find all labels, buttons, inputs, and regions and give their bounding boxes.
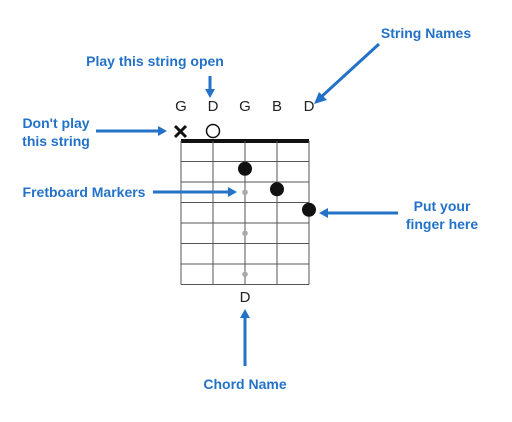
chord-name: D bbox=[240, 289, 251, 306]
callout-dont-play-line1: Don't play bbox=[22, 115, 89, 131]
finger-dot bbox=[270, 182, 284, 197]
mute-x-icon bbox=[173, 124, 188, 139]
string-name-5: D bbox=[304, 98, 315, 115]
callout-chord-name: Chord Name bbox=[203, 376, 286, 392]
string-name-1: G bbox=[175, 98, 187, 115]
fret-marker-dot bbox=[242, 230, 248, 237]
arrow-play-open bbox=[205, 76, 215, 98]
callout-play-open: Play this string open bbox=[86, 53, 224, 69]
string-name-2: D bbox=[208, 98, 219, 115]
string-name-4: B bbox=[272, 98, 282, 115]
arrow-string-names bbox=[314, 42, 381, 104]
arrow-chord-name bbox=[240, 309, 250, 366]
callout-fretboard-markers: Fretboard Markers bbox=[23, 184, 146, 200]
arrow-fretboard-markers bbox=[153, 187, 237, 197]
finger-dot bbox=[238, 161, 252, 176]
open-string-icon bbox=[205, 123, 221, 139]
fret-marker-dot bbox=[242, 189, 248, 196]
finger-dot bbox=[302, 202, 316, 217]
arrow-put-finger bbox=[319, 208, 398, 218]
callout-put-finger-line2: finger here bbox=[406, 216, 479, 232]
arrow-dont-play bbox=[96, 126, 167, 136]
callout-string-names: String Names bbox=[381, 25, 471, 41]
string-name-3: G bbox=[239, 98, 251, 115]
callout-put-finger-line1: Put your bbox=[414, 198, 471, 214]
finger-dots-group bbox=[238, 161, 316, 217]
callout-dont-play-line2: this string bbox=[22, 133, 90, 149]
fret-marker-dot bbox=[242, 271, 248, 278]
